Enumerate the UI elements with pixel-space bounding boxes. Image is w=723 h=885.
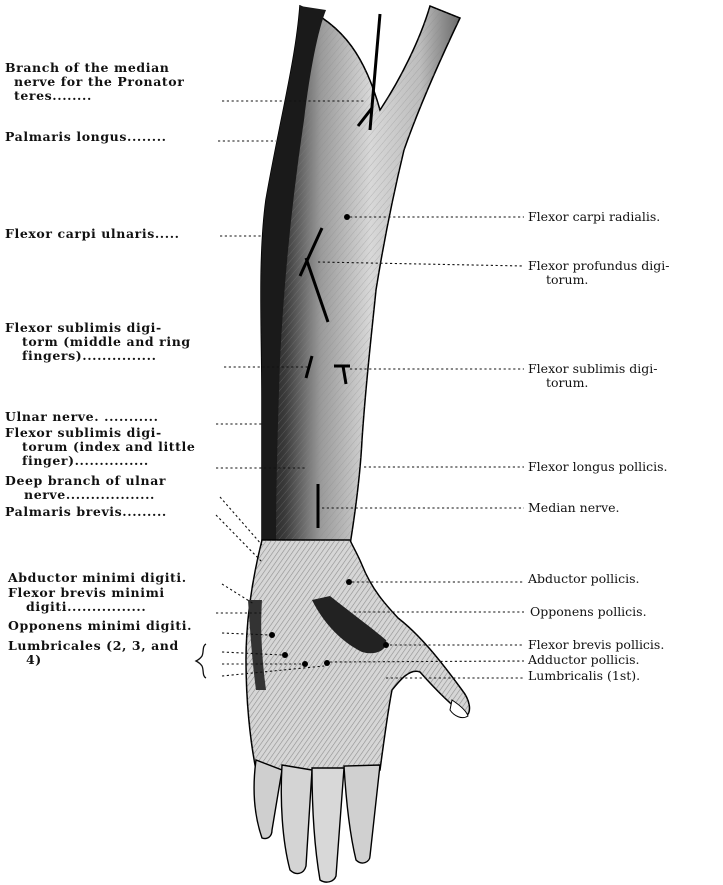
dot-lumbricales-3: [302, 661, 308, 667]
finger-index: [344, 765, 380, 863]
leader-deep-branch-ulnar: [220, 497, 262, 545]
label-flexor-brevis-pollicis: Flexor brevis pollicis.: [528, 637, 664, 652]
label-flexor-carpi-radialis: Flexor carpi radialis.: [528, 209, 660, 224]
dot-flexor-brevis-pollicis: [383, 642, 389, 648]
label-flexor-sublimis-index-little: Flexor sublimis digi- torum (index and l…: [5, 425, 200, 468]
label-lumbricalis-1st: Lumbricalis (1st).: [528, 668, 640, 683]
label-adductor-pollicis: Adductor pollicis.: [527, 652, 640, 667]
label-palmaris-brevis: Palmaris brevis.........: [5, 504, 167, 519]
label-median-branch: Branch of the median nerve for the Prona…: [5, 60, 189, 103]
label-lumbricales: Lumbricales (2, 3, and 4): [8, 638, 184, 667]
label-flexor-brevis-minimi: Flexor brevis minimi digiti.............…: [8, 585, 170, 614]
finger-middle: [312, 768, 344, 882]
finger-ring: [281, 765, 312, 873]
label-deep-branch-ulnar: Deep branch of ulnar nerve..............…: [5, 473, 171, 502]
dot-abductor-pollicis: [346, 579, 352, 585]
dot-flexor-carpi-radialis: [344, 214, 350, 220]
label-flexor-sublimis-middle-ring: Flexor sublimis digi- torm (middle and r…: [5, 320, 196, 363]
arm-illustration: [246, 6, 469, 882]
dot-opponens-minimi: [269, 632, 275, 638]
finger-little: [254, 760, 282, 839]
label-palmaris-longus: Palmaris longus........: [5, 129, 167, 144]
label-median-nerve: Median nerve.: [528, 500, 620, 515]
label-flexor-longus-pollicis: Flexor longus pollicis.: [528, 459, 668, 474]
label-opponens-pollicis: Opponens pollicis.: [530, 604, 647, 619]
label-flexor-sublimis-right: Flexor sublimis digi- torum.: [528, 361, 662, 390]
label-flexor-profundus: Flexor profundus digi- torum.: [528, 258, 673, 287]
label-ulnar-nerve: Ulnar nerve. ...........: [5, 409, 159, 424]
label-flexor-carpi-ulnaris: Flexor carpi ulnaris.....: [5, 226, 180, 241]
dot-lumbricales-4: [324, 660, 330, 666]
right-labels: Flexor carpi radialis. Flexor profundus …: [527, 209, 673, 683]
label-abductor-pollicis: Abductor pollicis.: [527, 571, 640, 586]
lumbricales-brace: [196, 644, 206, 678]
label-opponens-minimi: Opponens minimi digiti.: [8, 618, 192, 633]
label-abductor-minimi: Abductor minimi digiti.: [7, 570, 187, 585]
left-labels: Branch of the median nerve for the Prona…: [5, 60, 206, 678]
dot-lumbricales-2: [282, 652, 288, 658]
leader-palmaris-brevis: [216, 515, 262, 562]
